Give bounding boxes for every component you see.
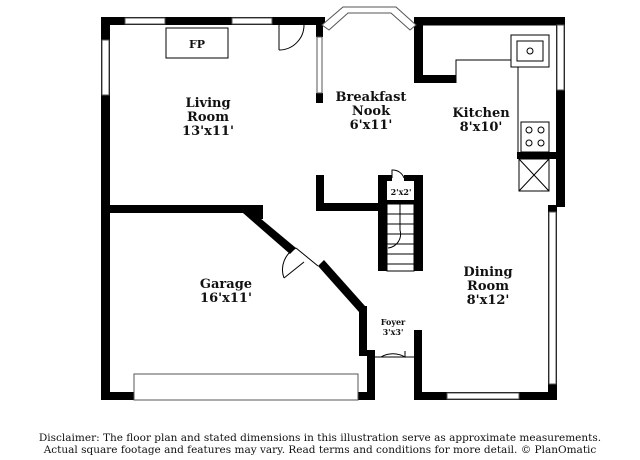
room-labels: Living Room 13'x11' Breakfast Nook 6'x11… bbox=[182, 90, 513, 337]
nook-name-line1: Breakfast bbox=[336, 90, 407, 105]
window-dining-bottom bbox=[446, 392, 520, 400]
kitchen-name: Kitchen bbox=[452, 106, 510, 121]
door-closet bbox=[391, 169, 405, 179]
window-living-top-right bbox=[231, 17, 273, 25]
doors bbox=[278, 24, 414, 358]
closet-dims: 2'x2' bbox=[391, 187, 412, 197]
foyer-name: Foyer bbox=[381, 317, 406, 327]
dining-room-name-line2: Room bbox=[467, 279, 509, 294]
nook-dims: 6'x11' bbox=[350, 118, 393, 133]
door-front bbox=[380, 351, 406, 358]
disclaimer-line-2: Actual square footage and features may v… bbox=[43, 444, 597, 456]
garage-name: Garage bbox=[200, 277, 252, 292]
living-room-name-line1: Living bbox=[185, 96, 230, 111]
window-living-top-left bbox=[124, 17, 166, 25]
fireplace-label: FP bbox=[189, 38, 205, 51]
interior-walls bbox=[101, 17, 557, 394]
disclaimer: Disclaimer: The floor plan and stated di… bbox=[0, 432, 640, 456]
living-room-name-line2: Room bbox=[187, 110, 229, 125]
window-dining-right bbox=[548, 211, 557, 385]
staircase bbox=[386, 203, 415, 272]
door-living-entry bbox=[278, 24, 305, 51]
windows bbox=[101, 6, 565, 401]
dining-room-name-line1: Dining bbox=[463, 265, 512, 280]
garage-dims: 16'x11' bbox=[200, 291, 252, 306]
fireplace bbox=[165, 27, 229, 59]
garage-door bbox=[133, 373, 359, 401]
living-room-dims: 13'x11' bbox=[182, 124, 234, 139]
nook-name-line2: Nook bbox=[352, 104, 391, 119]
stove bbox=[520, 121, 550, 153]
disclaimer-line-1: Disclaimer: The floor plan and stated di… bbox=[38, 432, 602, 444]
window-kitchen-right bbox=[556, 24, 565, 91]
fixtures: FP bbox=[165, 24, 556, 272]
window-nook-side bbox=[316, 36, 323, 94]
foyer-dims: 3'x3' bbox=[383, 327, 404, 337]
dining-room-dims: 8'x12' bbox=[467, 293, 510, 308]
window-living-left bbox=[101, 39, 110, 96]
bay-window bbox=[321, 6, 417, 31]
kitchen-dims: 8'x10' bbox=[460, 120, 503, 135]
door-garage bbox=[281, 247, 319, 279]
